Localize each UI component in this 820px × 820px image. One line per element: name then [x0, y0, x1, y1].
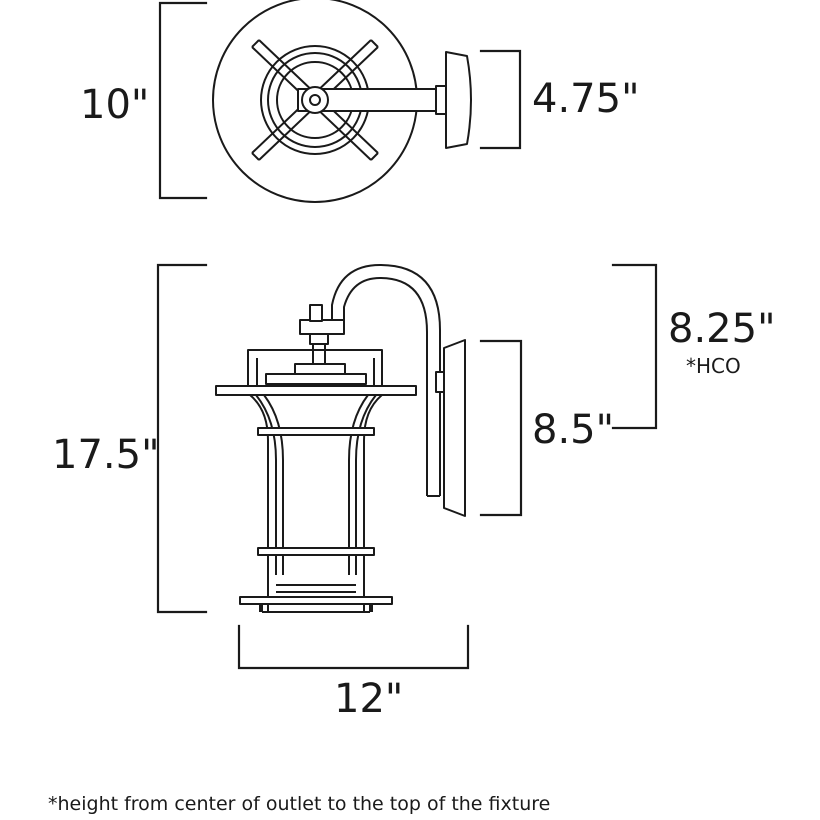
overall-height-dimension-line [156, 263, 208, 614]
top-backplate-dimension-line [479, 49, 522, 150]
top-backplate-label: 4.75" [532, 76, 639, 122]
hco-dimension-line [611, 263, 658, 430]
bottom-plate [239, 596, 393, 605]
top-height-label: 10" [80, 82, 149, 128]
backplate-height-dimension-line [479, 339, 523, 517]
footnote: *height from center of outlet to the top… [48, 793, 550, 815]
cage-post-left [249, 394, 269, 612]
top-plate [215, 385, 417, 396]
cage-post-right [363, 394, 383, 612]
top-view-fixture [212, 0, 472, 203]
gooseneck-arm-inner [343, 277, 428, 496]
width-label: 12" [334, 676, 403, 722]
width-dimension-line [237, 624, 470, 670]
side-view-fixture [215, 264, 466, 613]
cage-band-upper [257, 427, 375, 436]
top-height-dimension-line [158, 1, 208, 200]
top-view-backplate [445, 51, 472, 149]
backplate-height-label: 8.5" [532, 407, 614, 453]
hco-marker: *HCO [686, 354, 741, 378]
gooseneck-arm-outer [331, 264, 441, 496]
side-view-backplate [443, 339, 466, 517]
hco-label: 8.25" [668, 306, 775, 352]
cage-band-lower [257, 547, 375, 556]
overall-height-label: 17.5" [52, 432, 159, 478]
